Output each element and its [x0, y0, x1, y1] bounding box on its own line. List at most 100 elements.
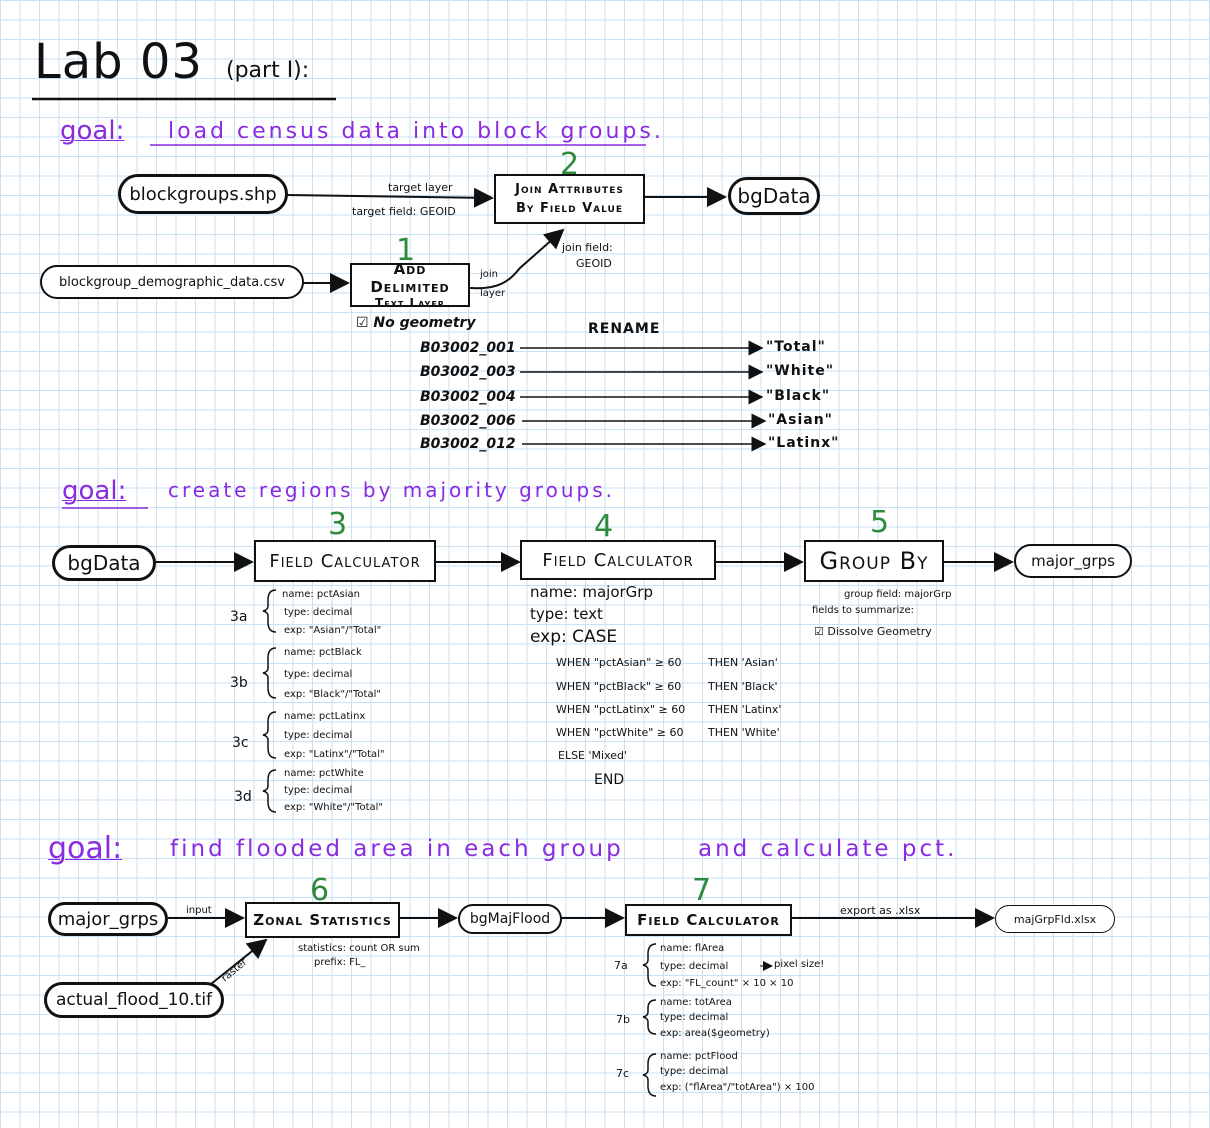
- calc3d-name: name: pctWhite: [284, 768, 364, 779]
- brace-3a: [262, 589, 277, 633]
- edge-join-field-value: GEOID: [576, 257, 612, 270]
- brace-7a: [642, 943, 657, 987]
- node-bgdata-in-label: bgData: [67, 551, 141, 575]
- node-major-grps-out[interactable]: major_grps: [1014, 544, 1132, 578]
- node-fc7-label: Field Calculator: [637, 911, 780, 929]
- node-bgdata-out[interactable]: bgData: [728, 177, 820, 215]
- arrow-add-to-join: [469, 228, 565, 290]
- edge-join: join: [480, 269, 499, 280]
- node-bgmajflood[interactable]: bgMajFlood: [458, 904, 562, 934]
- goal1-label: goal:: [60, 116, 125, 146]
- goal3-text2: and calculate pct.: [698, 836, 958, 862]
- groupby-fields-to-summarize: fields to summarize:: [812, 605, 915, 616]
- brace-3d: [262, 769, 277, 813]
- calc7a-type: type: decimal: [660, 961, 729, 972]
- calc4-then-2: THEN 'Black': [708, 680, 778, 693]
- step-3: 3: [328, 507, 348, 542]
- node-demographic-label: blockgroup_demographic_data.csv: [59, 274, 285, 290]
- calc4-name: name: majorGrp: [530, 583, 653, 601]
- node-fc4-label: Field Calculator: [542, 549, 694, 571]
- node-major-grps-in[interactable]: major_grps: [48, 902, 168, 936]
- node-bgdata-in[interactable]: bgData: [52, 545, 156, 581]
- calc4-when-4: WHEN "pctWhite" ≥ 60: [556, 726, 684, 739]
- node-major-grps-in-label: major_grps: [57, 908, 159, 930]
- rename-to-1: "Total": [766, 339, 826, 355]
- calc3c-exp: exp: "Latinx"/"Total": [284, 749, 385, 760]
- node-output-file-label: majGrpFld.xlsx: [1013, 912, 1097, 926]
- calc4-end: END: [594, 772, 625, 788]
- calc4-then-1: THEN 'Asian': [708, 656, 778, 669]
- zonal-stats: statistics: count OR sum: [298, 943, 420, 954]
- node-blockgroups[interactable]: blockgroups.shp: [118, 174, 288, 214]
- calc3c-name: name: pctLatinx: [284, 711, 366, 722]
- groupby-group-field: group field: majorGrp: [844, 589, 952, 600]
- brace-3c: [262, 711, 277, 759]
- calc4-when-3: WHEN "pctLatinx" ≥ 60: [556, 703, 686, 716]
- calc7b-type: type: decimal: [660, 1012, 729, 1023]
- calc3d-type: type: decimal: [284, 785, 353, 796]
- zonal-prefix: prefix: FL_: [314, 957, 366, 968]
- rename-from-3: B03002_004: [420, 389, 516, 405]
- rename-to-3: "Black": [766, 388, 831, 404]
- calc7a-exp: exp: "FL_count" × 10 × 10: [660, 978, 794, 989]
- node-add-delimited-line2: Text Layer: [375, 296, 445, 310]
- calc4-else: ELSE 'Mixed': [558, 749, 628, 762]
- node-actual-flood[interactable]: actual_flood_10.tif: [44, 982, 224, 1018]
- calc7a-id: 7a: [614, 959, 628, 972]
- calc4-then-4: THEN 'White': [708, 726, 780, 739]
- calc3a-id: 3a: [230, 609, 248, 625]
- node-zonal-statistics[interactable]: Zonal Statistics: [245, 902, 400, 938]
- rename-from-2: B03002_003: [420, 364, 516, 380]
- rename-from-5: B03002_012: [420, 436, 516, 452]
- node-join-line1: Join Attributes: [515, 182, 624, 197]
- node-actual-flood-label: actual_flood_10.tif: [55, 990, 213, 1010]
- node-join-line2: By Field Value: [516, 201, 623, 216]
- node-fc3-label: Field Calculator: [269, 550, 421, 572]
- node-group-by[interactable]: Group By: [804, 540, 944, 582]
- brace-7b: [642, 999, 657, 1035]
- rename-to-4: "Asian": [768, 412, 833, 428]
- calc7a-name: name: flArea: [660, 943, 725, 954]
- node-demographic-csv[interactable]: blockgroup_demographic_data.csv: [40, 265, 304, 299]
- no-geometry-check: ☑ No geometry: [356, 315, 476, 331]
- calc4-exp: exp: CASE: [530, 627, 618, 647]
- step-1: 1: [396, 233, 416, 268]
- node-add-delimited-line1: Add Delimited: [370, 260, 450, 296]
- calc7a-note: pixel size!: [774, 959, 825, 970]
- calc7c-id: 7c: [616, 1067, 630, 1080]
- node-output-file[interactable]: majGrpFld.xlsx: [995, 905, 1115, 933]
- calc3a-exp: exp: "Asian"/"Total": [284, 625, 382, 636]
- edge-target-layer: target layer: [388, 181, 453, 194]
- node-add-delimited[interactable]: Add Delimited Text Layer: [350, 260, 470, 310]
- step-7: 7: [692, 873, 712, 908]
- rename-to-2: "White": [766, 363, 834, 379]
- calc4-type: type: text: [530, 605, 603, 623]
- calc3c-type: type: decimal: [284, 730, 353, 741]
- goal2-label: goal:: [62, 476, 127, 506]
- calc7c-exp: exp: ("flArea"/"totArea") × 100: [660, 1082, 815, 1093]
- calc3d-id: 3d: [234, 789, 252, 805]
- node-group-by-label: Group By: [819, 547, 929, 575]
- calc4-when-1: WHEN "pctAsian" ≥ 60: [556, 656, 682, 669]
- brace-7c: [642, 1053, 657, 1097]
- node-field-calculator-7[interactable]: Field Calculator: [625, 904, 792, 936]
- node-bgmajflood-label: bgMajFlood: [469, 911, 551, 927]
- calc3a-type: type: decimal: [284, 607, 353, 618]
- calc3c-id: 3c: [232, 735, 249, 751]
- calc7c-type: type: decimal: [660, 1066, 729, 1077]
- step-2: 2: [560, 147, 580, 182]
- calc7b-exp: exp: area($geometry): [660, 1028, 770, 1039]
- goal1-text: load census data into block groups.: [168, 119, 664, 144]
- calc3b-exp: exp: "Black"/"Total": [284, 689, 381, 700]
- rename-header: RENAME: [588, 321, 661, 337]
- groupby-dissolve: ☑ Dissolve Geometry: [814, 625, 932, 638]
- edge-input: input: [186, 905, 212, 916]
- node-field-calculator-3[interactable]: Field Calculator: [254, 540, 436, 582]
- edge-join-field: join field:: [562, 241, 613, 254]
- node-field-calculator-4[interactable]: Field Calculator: [520, 540, 716, 580]
- step-6: 6: [310, 873, 330, 908]
- calc7c-name: name: pctFlood: [660, 1051, 738, 1062]
- calc3b-name: name: pctBlack: [284, 647, 362, 658]
- node-blockgroups-label: blockgroups.shp: [129, 183, 277, 205]
- node-join-attributes[interactable]: Join Attributes By Field Value: [494, 174, 645, 224]
